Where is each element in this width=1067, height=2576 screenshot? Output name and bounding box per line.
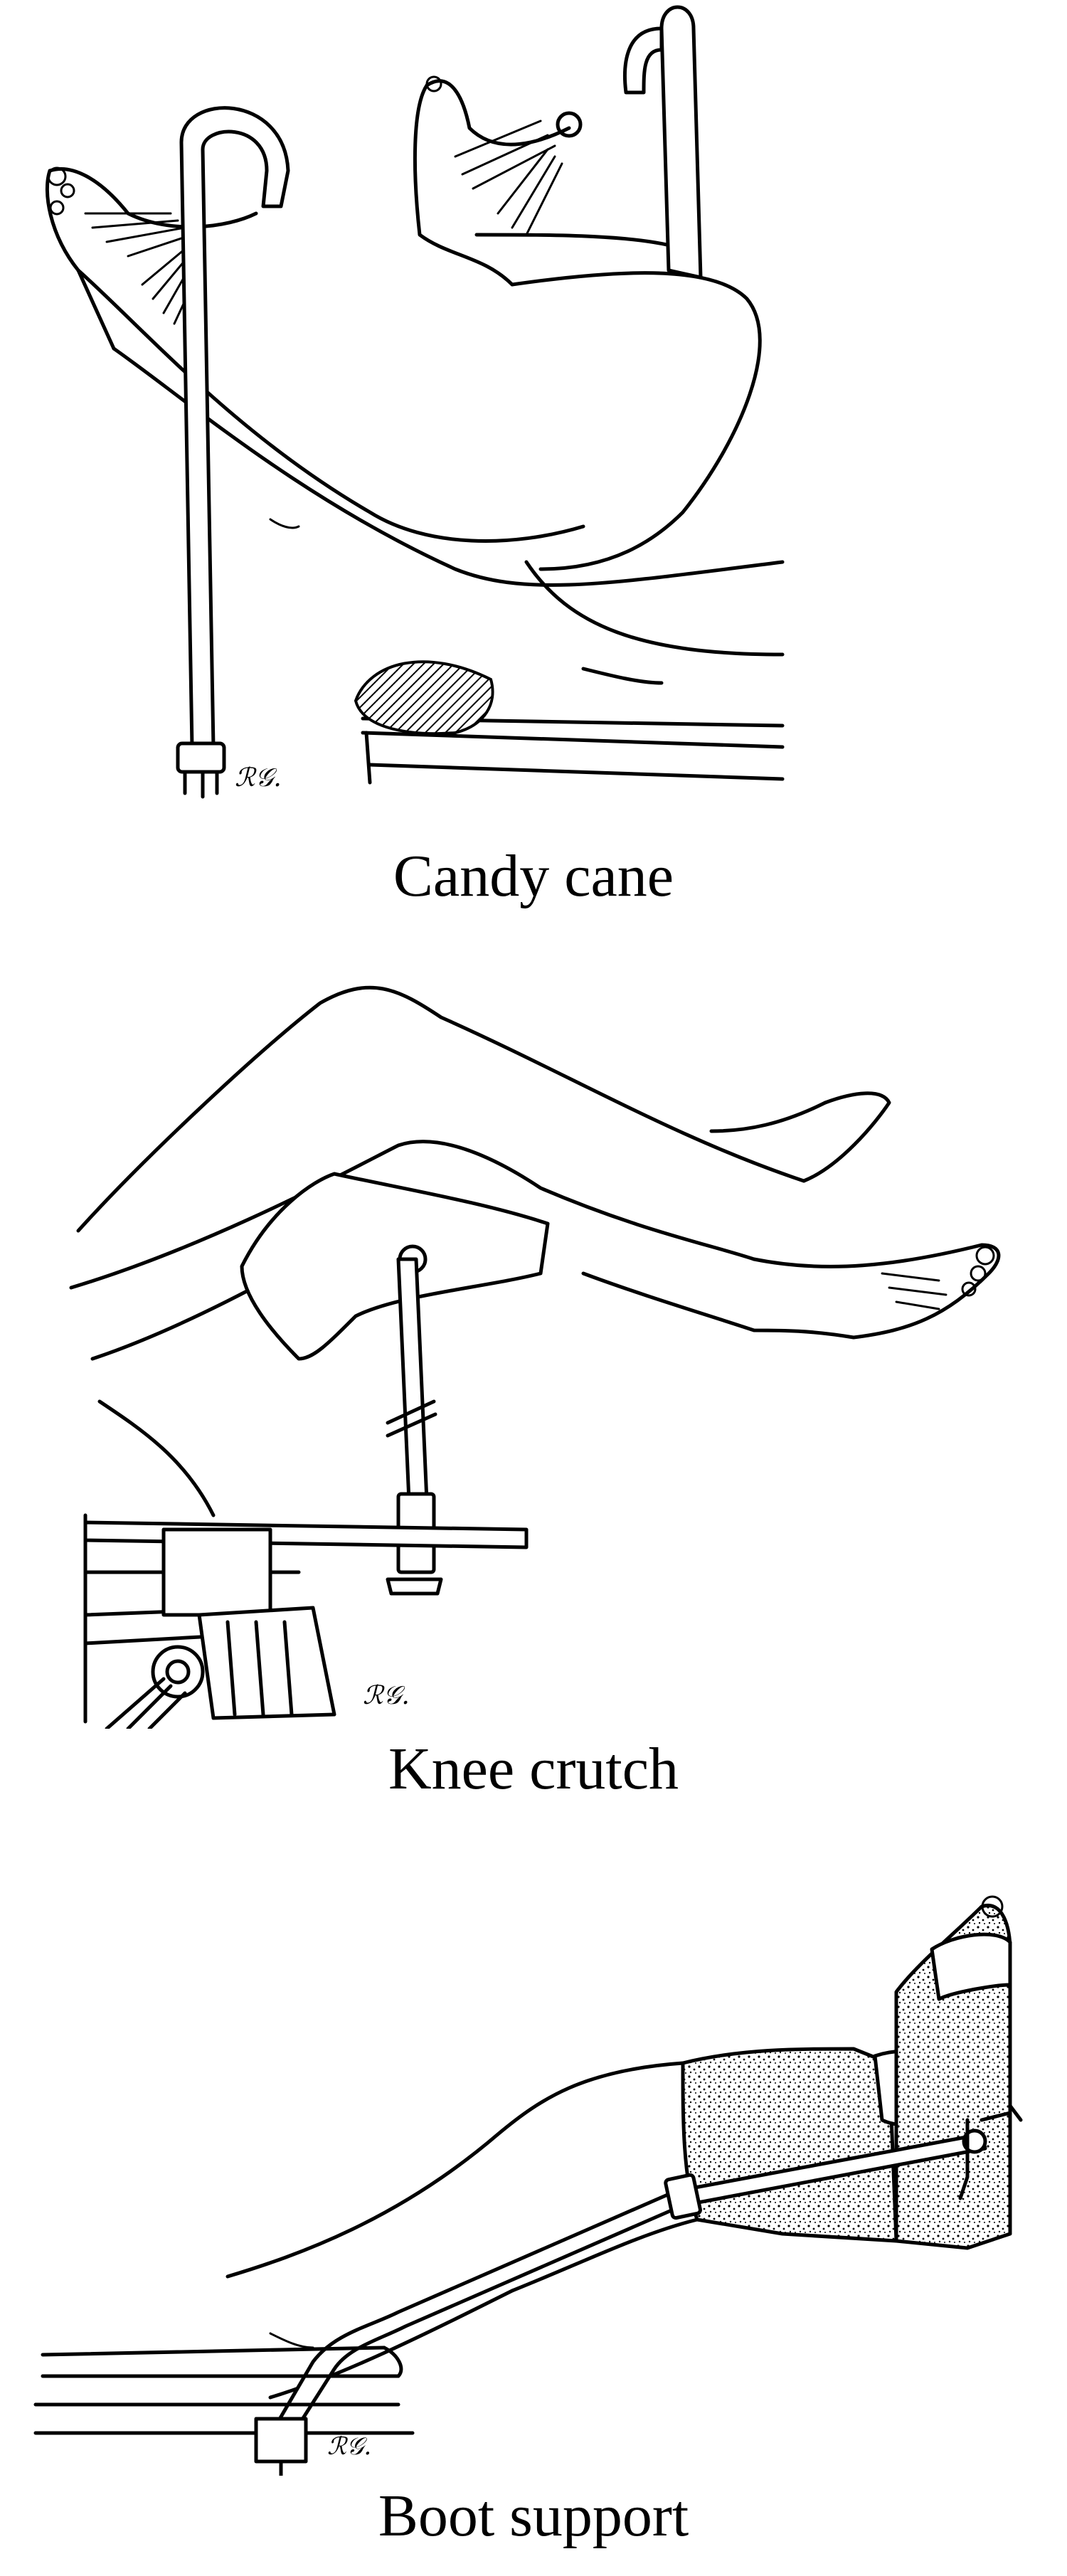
caption-boot-support: Boot support xyxy=(378,2483,689,2549)
panel-candy-cane: ℛ𝒢. Candy cane xyxy=(0,0,1067,939)
left-foot xyxy=(45,166,258,351)
knee-crutch-illustration: ℛ𝒢. xyxy=(69,985,1001,1729)
right-foot xyxy=(413,75,583,287)
boot-support-illustration: ℛ𝒢. xyxy=(33,1895,1023,2476)
panel-boot-support: ℛ𝒢. Boot support xyxy=(0,1835,1067,2576)
horizontal-bar xyxy=(83,1520,529,1549)
upper-leg xyxy=(76,985,891,1233)
candy-cane-pole-left xyxy=(176,106,290,799)
caption-candy-cane: Candy cane xyxy=(393,843,674,909)
candy-cane-pole-right xyxy=(622,5,703,280)
knee-crutch-post xyxy=(386,1244,443,1596)
artist-signature: ℛ𝒢. xyxy=(235,763,282,793)
panel-knee-crutch: ℛ𝒢. Knee crutch xyxy=(0,960,1067,1835)
knee-crutch-pad xyxy=(240,1172,550,1361)
right-leg xyxy=(474,233,785,685)
artist-signature: ℛ𝒢. xyxy=(363,1681,410,1710)
operating-table xyxy=(33,2346,415,2476)
lower-leg xyxy=(69,1140,1001,1361)
operating-table xyxy=(83,1399,336,1729)
hip-pad xyxy=(354,660,494,736)
caption-knee-crutch: Knee crutch xyxy=(388,1736,679,1802)
artist-signature: ℛ𝒢. xyxy=(327,2432,371,2461)
candy-cane-illustration: ℛ𝒢. xyxy=(45,5,785,799)
support-rod xyxy=(261,2104,1023,2449)
